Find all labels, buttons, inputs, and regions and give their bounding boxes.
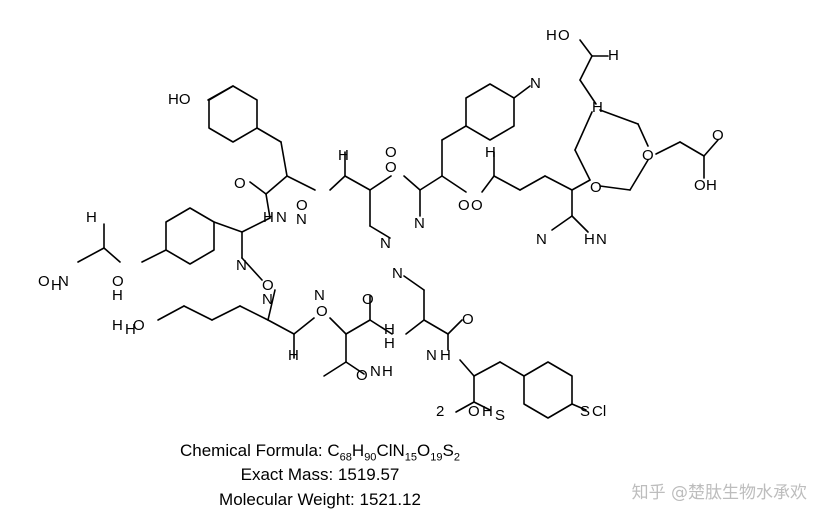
atom-label: H [440,347,451,364]
atom-label: S [495,407,505,424]
atom-label: O [590,179,602,196]
formula-subscript-3: 15 [404,451,418,464]
atom-label: N [380,235,391,252]
atom-label: H [482,403,493,420]
atom-label: O [356,367,368,384]
formula-element-4: O [417,441,431,460]
atom-label: S [580,403,590,420]
atom-label: N [314,287,325,304]
atom-label: O [234,175,246,192]
atom-label: N [58,273,69,290]
atom-label: Cl [592,403,606,420]
tyrosinamide-side-chain [455,359,587,419]
atom-label: H [338,147,349,164]
atom-label: N [370,363,381,380]
lysine-side-chain [157,275,463,377]
atom-label: H [86,209,97,226]
atom-label: H [125,321,136,338]
atom-label: O [385,159,397,176]
formula-subscript-1: 68 [339,451,352,464]
atom-label: N [530,75,541,92]
atom-label: O [462,311,474,328]
atom-label: H [263,209,274,226]
atom-label: H [288,347,299,364]
watermark: 知乎 @楚肽生物水承欢 [631,483,807,503]
atom-label: H [51,277,62,294]
atom-label: N [596,231,607,248]
atom-label: HO [168,91,191,108]
atom-label: O [642,147,654,164]
atom-label: H [485,144,496,161]
atom-label: O [262,277,274,294]
atom-label: N [262,291,273,308]
atom-label: O [712,127,724,144]
peptide-backbone [249,139,591,239]
atom-label: H [384,321,395,338]
atom-label: N [276,209,287,226]
tyrosine-side-chain-top-left [207,85,288,177]
atom-label: H [382,363,393,380]
atom-label: O [112,273,124,290]
dota-macrocycle [574,39,719,191]
atom-label: O [458,197,470,214]
atom-label: N [296,211,307,228]
ureido-phenylalanine-side-chain [77,207,271,281]
atom-label: O [296,197,308,214]
formula-element-2: H [351,441,365,460]
formula-element-3: ClN [376,441,405,460]
atom-label: O [38,273,50,290]
atom-label: N [236,257,247,274]
atom-label: O [385,144,397,161]
formula-subscript-4: 19 [430,451,443,464]
atom-label: H [584,231,595,248]
atom-label: O [362,291,374,308]
atom-label: H [112,317,123,334]
atom-label: H [384,335,395,352]
formula-element-1: C [327,441,340,460]
atom-label: N [426,347,437,364]
atom-label: H [592,99,603,116]
formula-subscript-2: 90 [364,451,377,464]
atom-label: O [316,303,328,320]
molecular-weight: Molecular Weight: 1521.12 [219,490,421,509]
atom-label: N [414,215,425,232]
atom-label: O [694,177,706,194]
atom-label: 2 [436,403,444,420]
atom-label: N [536,231,547,248]
atom-label: H [706,177,717,194]
atom-label: O [133,317,145,334]
atom-label: O [468,403,480,420]
formula-label: Chemical Formula: [180,441,328,460]
formula-element-5: S [442,441,454,460]
atom-label: N [392,265,403,282]
atom-label: O [558,27,570,44]
formula-subscript-5: 2 [453,451,460,464]
atom-label: O [471,197,483,214]
atom-label: H [608,47,619,64]
atom-label: H [546,27,557,44]
chemical-formula: Chemical Formula: C68H90ClN15O19S2 [0,441,640,463]
exact-mass: Exact Mass: 1519.57 [240,465,400,484]
atom-label: H [112,287,123,304]
chlorophenylalanine-side-chain [441,83,531,141]
